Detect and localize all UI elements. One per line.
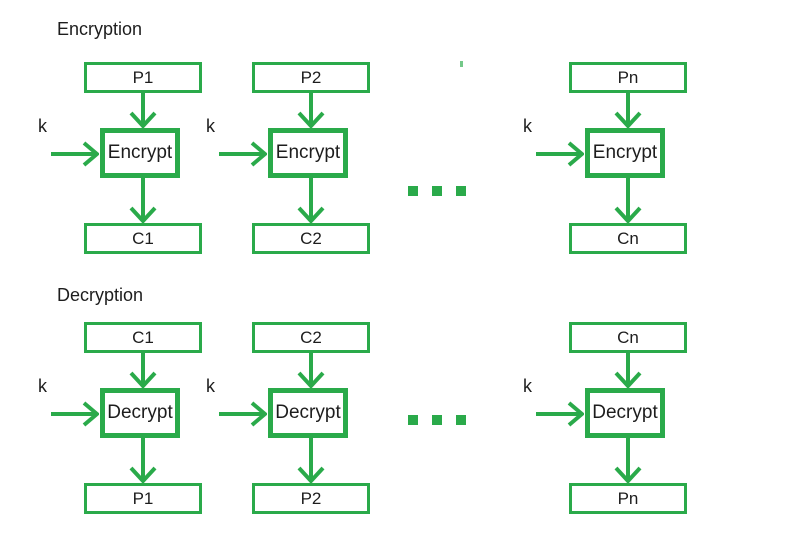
dot-icon: [408, 415, 418, 425]
arrow-down-icon: [297, 178, 325, 223]
ciphertext-box: Cn: [569, 223, 687, 254]
decrypt-process-box: Decrypt: [268, 388, 348, 438]
box-label: Encrypt: [592, 142, 658, 163]
box-label: C2: [300, 228, 322, 248]
plaintext-box: P2: [252, 62, 370, 93]
decryption-section-title: Decryption: [57, 285, 144, 305]
arrow-down-icon: [297, 352, 325, 388]
key-label: k: [523, 116, 532, 136]
box-label: P1: [132, 67, 154, 87]
ciphertext-box: C1: [84, 322, 202, 353]
key-label: k: [38, 116, 47, 136]
arrow-right-icon: [51, 141, 99, 167]
ciphertext-box: C1: [84, 223, 202, 254]
arrow-right-icon: [536, 401, 584, 427]
key-label: k: [206, 116, 215, 136]
arrow-right-icon: [536, 141, 584, 167]
key-label: k: [38, 376, 47, 396]
box-label: Decrypt: [275, 402, 341, 423]
decrypt-process-box: Decrypt: [100, 388, 180, 438]
arrow-down-icon: [129, 438, 157, 483]
box-label: Cn: [617, 228, 639, 248]
stray-mark: [460, 61, 463, 67]
decryption-column-1: C1 k Decrypt P1: [38, 322, 202, 514]
ciphertext-box: Cn: [569, 322, 687, 353]
ellipsis-icon: [408, 186, 466, 196]
encrypt-process-box: Encrypt: [100, 128, 180, 178]
box-label: P1: [132, 488, 154, 508]
ciphertext-box: C2: [252, 223, 370, 254]
decryption-column-n: Cn k Decrypt Pn: [523, 322, 687, 514]
dot-icon: [408, 186, 418, 196]
encryption-column-1: P1 k Encrypt C1: [38, 62, 202, 254]
box-label: C1: [132, 228, 154, 248]
encryption-column-n: Pn k Encrypt Cn: [523, 62, 687, 254]
plaintext-box: P1: [84, 62, 202, 93]
plaintext-box: Pn: [569, 62, 687, 93]
encrypt-process-box: Encrypt: [268, 128, 348, 178]
decryption-column-2: C2 k Decrypt P2: [206, 322, 370, 514]
dot-icon: [432, 186, 442, 196]
box-label: Decrypt: [592, 402, 658, 423]
arrow-right-icon: [219, 141, 267, 167]
box-label: P2: [300, 67, 322, 87]
ciphertext-box: C2: [252, 322, 370, 353]
box-label: C1: [132, 327, 154, 347]
arrow-down-icon: [129, 178, 157, 223]
ellipsis-icon: [408, 415, 466, 425]
box-label: P2: [300, 488, 322, 508]
arrow-down-icon: [614, 352, 642, 388]
dot-icon: [456, 415, 466, 425]
key-label: k: [523, 376, 532, 396]
decrypt-process-box: Decrypt: [585, 388, 665, 438]
arrow-down-icon: [297, 438, 325, 483]
box-label: Encrypt: [275, 142, 341, 163]
plaintext-box: P1: [84, 483, 202, 514]
box-label: Cn: [617, 327, 639, 347]
arrow-down-icon: [129, 352, 157, 388]
box-label: Encrypt: [107, 142, 173, 163]
box-label: C2: [300, 327, 322, 347]
arrow-down-icon: [614, 92, 642, 128]
arrow-down-icon: [614, 438, 642, 483]
box-label: Pn: [617, 67, 639, 87]
key-label: k: [206, 376, 215, 396]
plaintext-box: P2: [252, 483, 370, 514]
arrow-down-icon: [129, 92, 157, 128]
box-label: Pn: [617, 488, 639, 508]
arrow-right-icon: [219, 401, 267, 427]
box-label: Decrypt: [107, 402, 173, 423]
encryption-column-2: P2 k Encrypt C2: [206, 62, 370, 254]
encrypt-process-box: Encrypt: [585, 128, 665, 178]
plaintext-box: Pn: [569, 483, 687, 514]
arrow-down-icon: [614, 178, 642, 223]
arrow-down-icon: [297, 92, 325, 128]
dot-icon: [432, 415, 442, 425]
arrow-right-icon: [51, 401, 99, 427]
encryption-section-title: Encryption: [57, 19, 143, 39]
dot-icon: [456, 186, 466, 196]
